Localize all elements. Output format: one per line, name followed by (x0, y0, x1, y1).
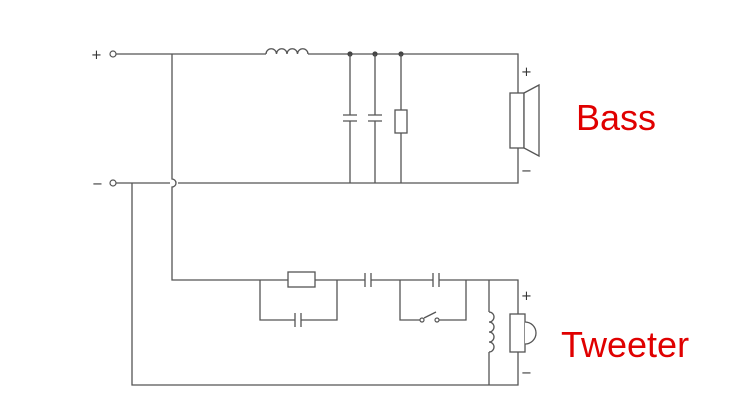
input-plus-sign: + (91, 48, 102, 63)
tweeter-series-capacitor (315, 273, 433, 287)
bass-top-wire (116, 53, 519, 78)
tweeter-return-wire (131, 183, 519, 386)
tweeter-series-resistor (287, 271, 316, 288)
tweeter-speaker-plus-sign: + (521, 289, 532, 304)
switch-contact (434, 317, 440, 323)
bass-bottom-wire (116, 160, 519, 184)
tweeter-shunt-inductor (488, 311, 495, 353)
input-minus-sign: − (92, 177, 103, 192)
bass-speaker-plus-sign: + (521, 65, 532, 80)
tweeter-feed-wire (171, 54, 288, 281)
bass-series-inductor (265, 48, 309, 55)
input-minus-terminal (109, 179, 117, 187)
tweeter-speaker-body (509, 313, 526, 353)
bass-shunt-capacitor-2 (368, 54, 382, 183)
bass-shunt-capacitor-1 (343, 54, 357, 183)
switch-contact (419, 317, 425, 323)
bass-speaker-cone (523, 83, 540, 158)
tweeter-speaker-dome (524, 321, 537, 345)
tweeter-label: Tweeter (561, 324, 689, 365)
bass-speaker-magnet (509, 92, 525, 149)
tweeter-series-capacitor-2 (432, 273, 519, 302)
bass-speaker-minus-sign: − (521, 164, 532, 179)
tweeter-bypass-capacitor (259, 280, 338, 327)
bass-shunt-resistor (394, 109, 408, 134)
bass-label: Bass (576, 97, 656, 138)
tweeter-speaker-minus-sign: − (521, 366, 532, 381)
input-plus-terminal (109, 50, 117, 58)
tweeter-attenuation-switch (399, 280, 467, 321)
